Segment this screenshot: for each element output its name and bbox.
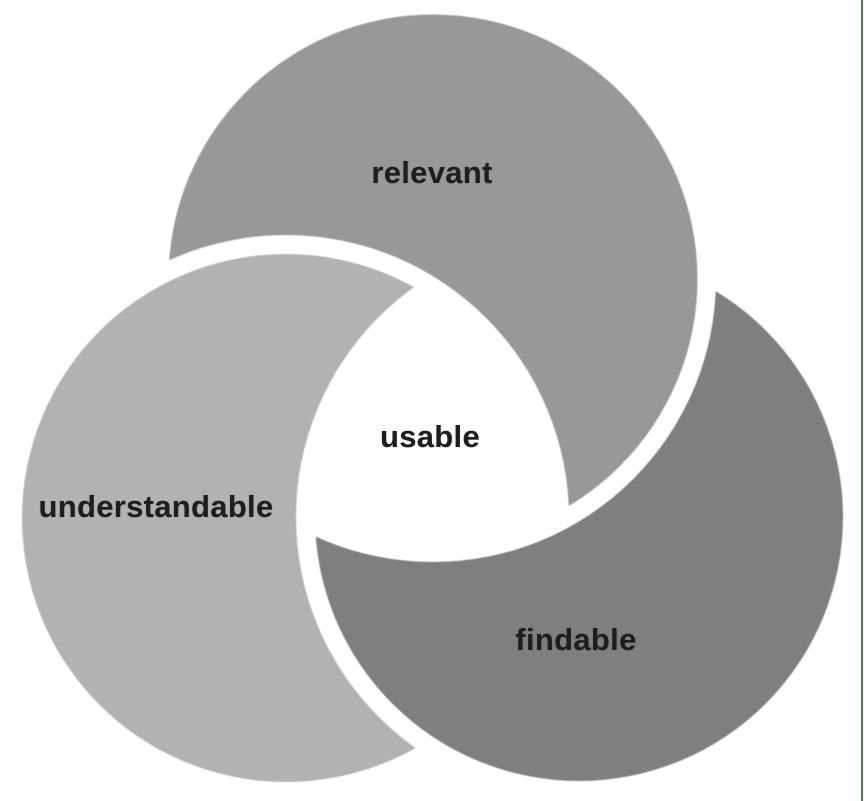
crescent-findable bbox=[315, 253, 843, 781]
center-label-usable: usable bbox=[379, 419, 481, 454]
segment-label-findable: findable bbox=[515, 622, 637, 657]
segment-label-relevant: relevant bbox=[371, 155, 493, 190]
page-edge-artifact-line bbox=[860, 0, 863, 801]
segment-label-understandable: understandable bbox=[38, 489, 274, 524]
